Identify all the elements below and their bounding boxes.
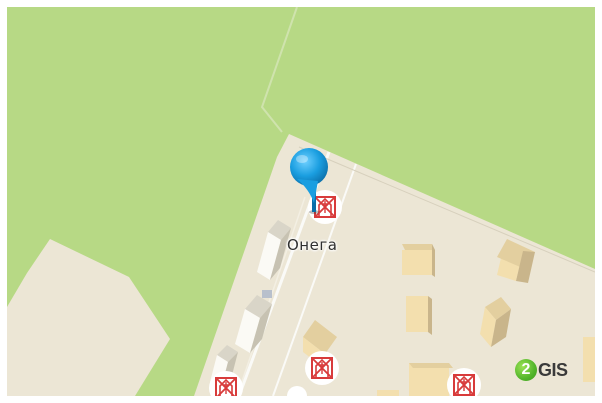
building (583, 337, 595, 382)
open-area-patch (7, 239, 170, 396)
street-line (272, 163, 357, 396)
building (262, 290, 272, 298)
poi-dot[interactable] (287, 386, 307, 396)
building (257, 220, 291, 280)
building (480, 297, 511, 347)
street-line (298, 146, 595, 273)
building (406, 296, 432, 335)
building (497, 239, 535, 283)
place-label[interactable]: Онега (287, 236, 338, 254)
building (377, 390, 399, 396)
map-viewport[interactable]: Онега 2 GIS (7, 7, 595, 396)
building (409, 363, 453, 396)
building (235, 295, 272, 353)
park-boundary-line (260, 7, 298, 133)
church-poi-icon[interactable] (304, 350, 340, 386)
2gis-logo: 2 GIS (515, 357, 568, 383)
building (402, 244, 435, 277)
2gis-logo-mark: 2 (515, 359, 537, 381)
map-pin-icon[interactable] (290, 148, 328, 214)
map-canvas[interactable] (7, 7, 595, 396)
2gis-logo-text: GIS (538, 359, 568, 380)
